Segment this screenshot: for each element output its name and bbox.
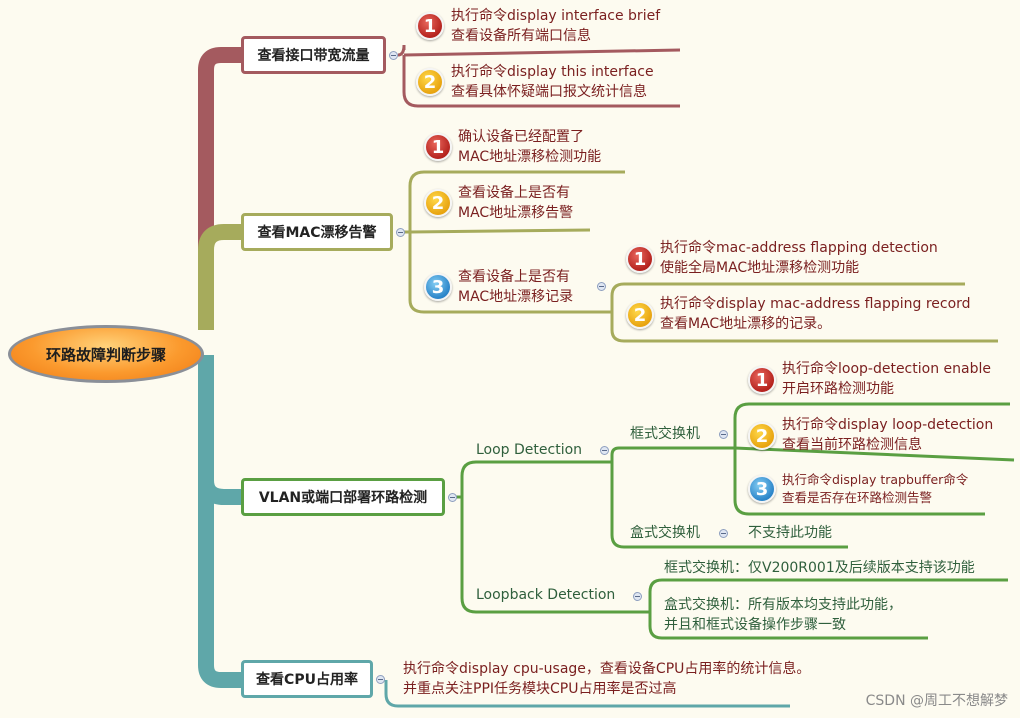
number-1-icon: 1 [424,133,452,161]
item-line[interactable]: 查看具体怀疑端口报文统计信息 [451,84,647,100]
unsupported-label[interactable]: 不支持此功能 [748,525,832,541]
number-1-icon: 1 [626,245,654,273]
item-line[interactable]: MAC地址漂移检测功能 [458,149,602,165]
loopback-frame-line[interactable]: 框式交换机：仅V200R001及后续版本支持该功能 [664,560,975,576]
item-line[interactable]: 查看设备上是否有 [458,185,570,201]
trunk-branch-4 [198,370,241,688]
item-line[interactable]: 执行命令display this interface [451,64,654,80]
number-1-icon: 1 [416,12,444,40]
branch-cpu-usage-node[interactable]: 查看CPU占用率 [241,660,373,698]
item-line[interactable]: 执行命令display trapbuffer命令 [782,472,969,487]
loopback-detection-label[interactable]: Loopback Detection [476,587,616,603]
item-line[interactable]: 执行命令loop-detection enable [782,361,991,377]
item-line[interactable]: 执行命令display interface brief [451,8,661,24]
number-2-icon: 2 [626,301,654,329]
collapse-toggle-icon[interactable] [389,51,398,60]
item-line[interactable]: 查看设备所有端口信息 [451,28,591,44]
collapse-toggle-icon[interactable] [376,675,385,684]
item-line[interactable]: 确认设备已经配置了 [458,129,584,145]
branch-loop-detection-node[interactable]: VLAN或端口部署环路检测 [241,478,445,516]
collapse-toggle-icon[interactable] [719,430,728,439]
collapse-toggle-icon[interactable] [448,493,457,502]
number-2-icon: 2 [748,422,776,450]
item-line[interactable]: MAC地址漂移记录 [458,289,574,305]
number-2-icon: 2 [416,68,444,96]
item-line[interactable]: 使能全局MAC地址漂移检测功能 [660,260,860,276]
watermark: CSDN @周工不想解梦 [865,693,1008,709]
item-line[interactable]: 执行命令display mac-address flapping record [660,296,971,312]
item-line[interactable]: MAC地址漂移告警 [458,205,574,221]
collapse-toggle-icon[interactable] [719,529,728,538]
item-line[interactable]: 查看当前环路检测信息 [782,437,922,453]
number-2-icon: 2 [424,189,452,217]
item-line[interactable]: 查看是否存在环路检测告警 [782,490,933,505]
trunk-branch-2 [198,224,241,330]
loop-detection-label[interactable]: Loop Detection [476,442,583,458]
number-1-icon: 1 [748,366,776,394]
trunk-branch-1 [198,47,241,330]
branch-bandwidth-node[interactable]: 查看接口带宽流量 [241,36,386,74]
item-line[interactable]: 查看MAC地址漂移的记录。 [660,316,832,332]
number-3-icon: 3 [748,475,776,503]
frame-switch-label[interactable]: 框式交换机 [630,426,700,442]
item-line[interactable]: 查看设备上是否有 [458,269,570,285]
loopback-box-line[interactable]: 并且和框式设备操作步骤一致 [664,617,846,633]
item-line[interactable]: 执行命令mac-address flapping detection [660,240,938,256]
item-line[interactable]: 执行命令display loop-detection [782,417,994,433]
cpu-line[interactable]: 执行命令display cpu-usage，查看设备CPU占用率的统计信息。 [403,661,811,677]
loopback-box-line[interactable]: 盒式交换机：所有版本均支持此功能， [664,597,902,613]
collapse-toggle-icon[interactable] [633,592,642,601]
branch-mac-flapping-node[interactable]: 查看MAC漂移告警 [241,213,393,251]
collapse-toggle-icon[interactable] [396,228,405,237]
item-line[interactable]: 开启环路检测功能 [782,381,894,397]
number-3-icon: 3 [424,273,452,301]
box-switch-label[interactable]: 盒式交换机 [630,525,700,541]
collapse-toggle-icon[interactable] [597,282,606,291]
root-node[interactable]: 环路故障判断步骤 [8,325,204,383]
collapse-toggle-icon[interactable] [600,446,609,455]
cpu-line[interactable]: 并重点关注PPI任务模块CPU占用率是否过高 [403,681,677,697]
